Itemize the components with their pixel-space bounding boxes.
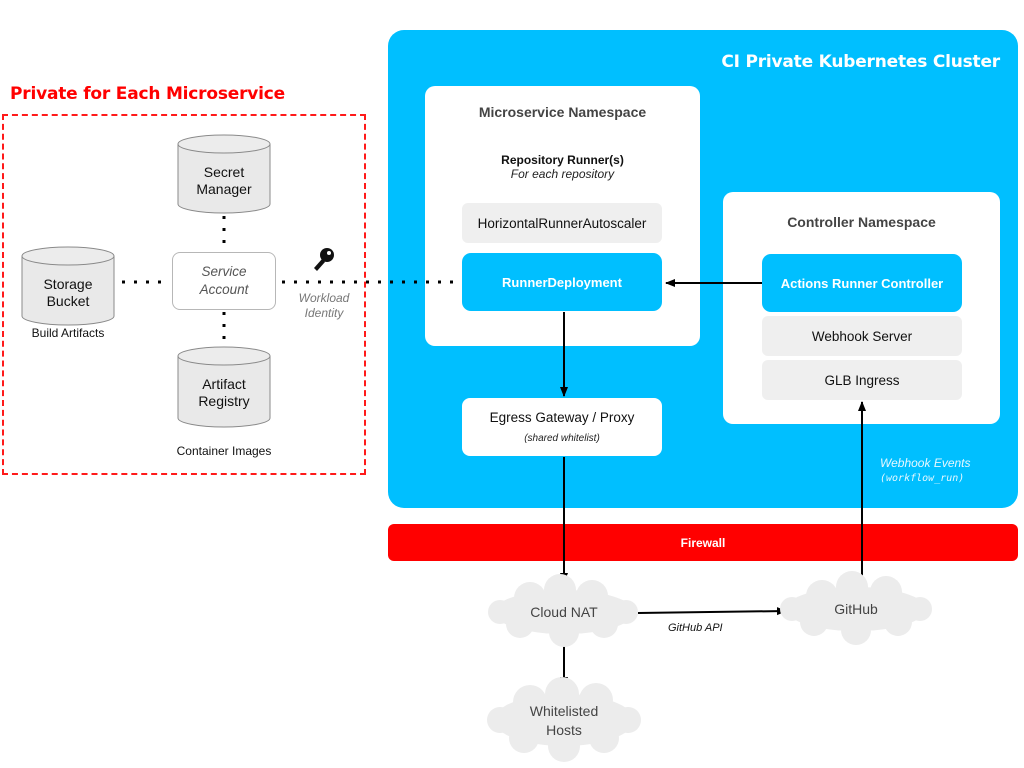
egress-gateway-title: Egress Gateway / Proxy — [489, 410, 635, 425]
workload-identity-label: Workload Identity — [292, 291, 356, 321]
artifact-registry-line2: Registry — [198, 393, 250, 409]
secret-manager-label: Secret Manager — [178, 158, 270, 204]
microservice-namespace-title: Microservice Namespace — [478, 104, 647, 120]
repository-runners-title: Repository Runner(s) — [501, 153, 624, 167]
egress-gateway[interactable]: Egress Gateway / Proxy (shared whitelist… — [462, 398, 662, 456]
controller-namespace-title: Controller Namespace — [787, 214, 936, 230]
github-cloud[interactable] — [780, 571, 932, 645]
egress-gateway-subtitle: (shared whitelist) — [524, 433, 600, 444]
service-account-line1: Service — [201, 264, 247, 279]
firewall: Firewall — [388, 524, 1018, 561]
artifact-registry-cylinder[interactable] — [177, 346, 271, 428]
artifact-registry-line1: Artifact — [202, 376, 246, 392]
whitelisted-hosts-line2: Hosts — [546, 722, 582, 738]
cloud-nat-cloud[interactable] — [488, 574, 638, 647]
secret-manager-line2: Manager — [196, 181, 252, 197]
key-icon — [314, 248, 334, 271]
whitelisted-hosts-line1: Whitelisted — [529, 703, 599, 719]
build-artifacts-caption: Build Artifacts — [31, 326, 105, 340]
webhook-events-text: Webhook Events — [880, 456, 971, 470]
storage-bucket-line2: Bucket — [46, 293, 90, 309]
cluster-title: CI Private Kubernetes Cluster — [721, 52, 1000, 72]
container-images-caption: Container Images — [176, 444, 272, 458]
secret-manager-cylinder[interactable] — [177, 134, 271, 214]
cloud-nat-label: Cloud NAT — [530, 604, 598, 620]
service-account-line2: Account — [199, 282, 249, 297]
github-label: GitHub — [834, 601, 878, 617]
glb-ingress[interactable]: GLB Ingress — [762, 360, 962, 400]
runner-deployment[interactable]: RunnerDeployment — [462, 253, 662, 311]
storage-bucket-line1: Storage — [43, 276, 93, 292]
dotted-links — [122, 216, 460, 344]
github-api-label: GitHub API — [668, 622, 723, 634]
workload-identity-line2: Identity — [304, 306, 344, 320]
whitelisted-hosts-cloud[interactable] — [487, 677, 641, 762]
actions-runner-controller[interactable]: Actions Runner Controller — [762, 254, 962, 312]
arrow-nat-to-github — [637, 607, 787, 616]
workload-identity-line1: Workload — [298, 291, 350, 305]
private-region-title: Private for Each Microservice — [10, 84, 285, 104]
service-account[interactable]: Service Account — [172, 252, 276, 310]
storage-bucket-cylinder[interactable] — [21, 246, 115, 326]
secret-manager-line1: Secret — [203, 164, 245, 180]
artifact-registry-label: Artifact Registry — [178, 370, 270, 416]
repository-runners-subtitle: For each repository — [510, 167, 615, 181]
private-region-boundary — [2, 114, 366, 475]
storage-bucket-label: Storage Bucket — [22, 270, 114, 316]
whitelisted-hosts-label: Whitelisted Hosts — [500, 702, 628, 740]
webhook-server[interactable]: Webhook Server — [762, 316, 962, 356]
horizontal-runner-autoscaler[interactable]: HorizontalRunnerAutoscaler — [462, 203, 662, 243]
webhook-events-label: Webhook Events (workflow_run) — [880, 456, 971, 486]
webhook-events-type: (workflow_run) — [880, 473, 965, 484]
